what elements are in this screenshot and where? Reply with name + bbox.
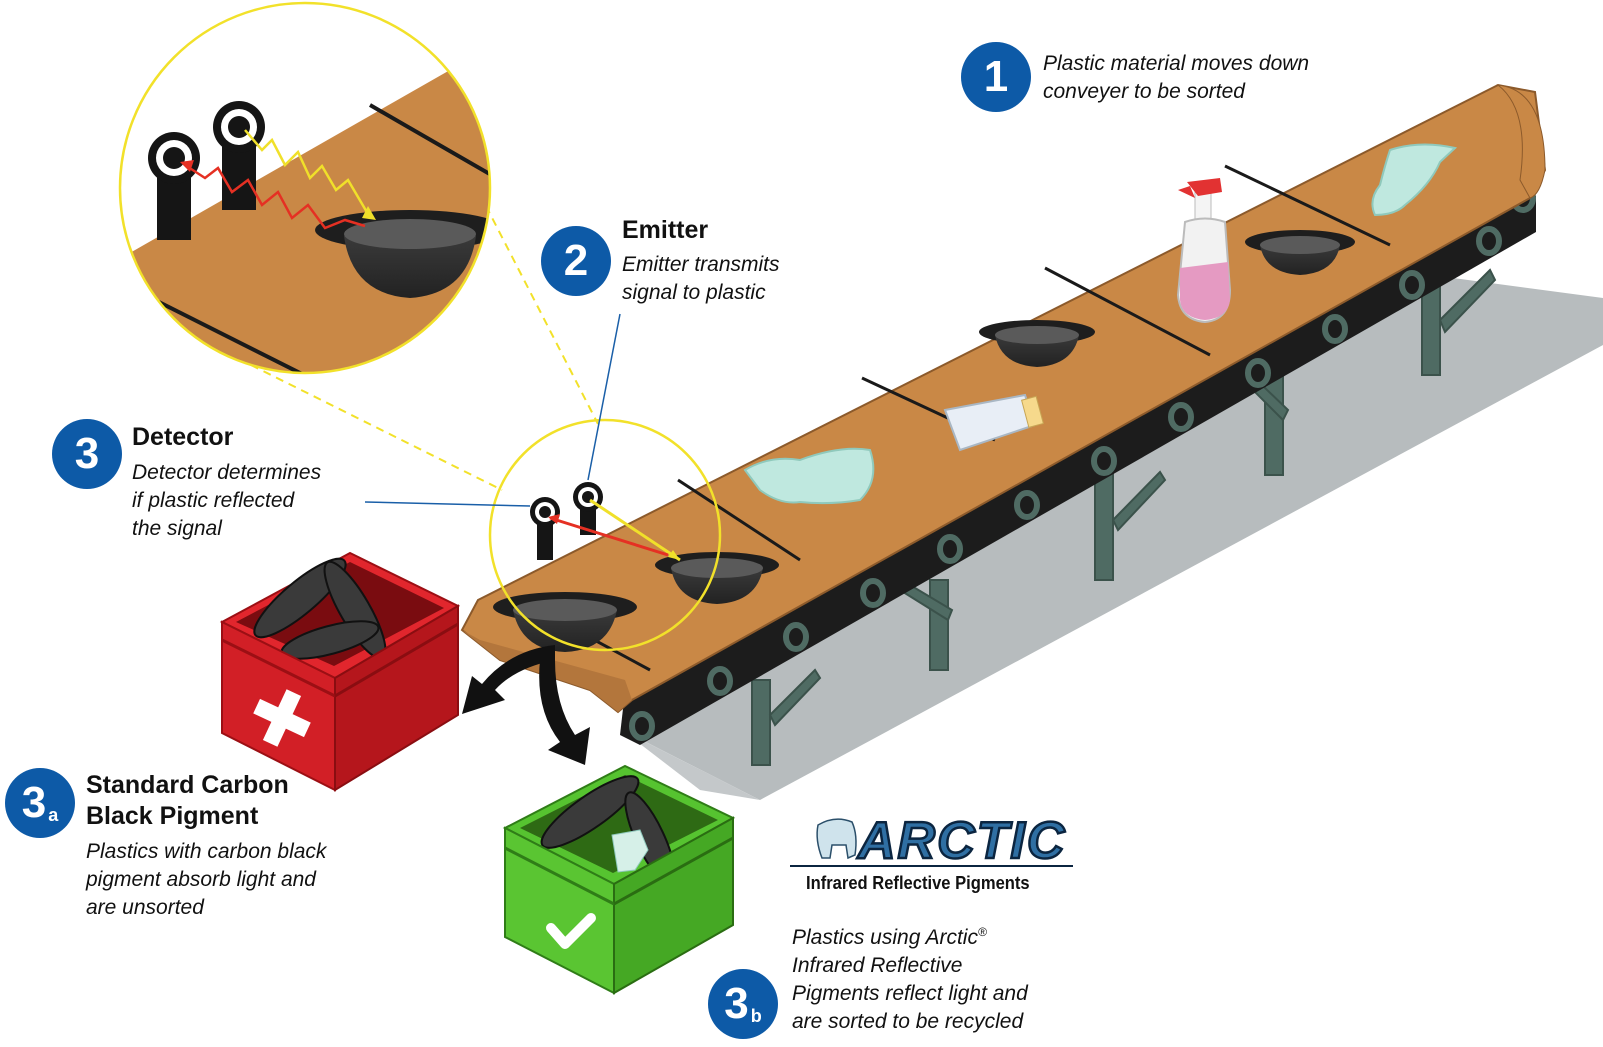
bowl-front	[493, 592, 637, 652]
accept-arrow	[539, 660, 590, 765]
standard-carbon-description: Plastics with carbon black pigment absor…	[86, 840, 327, 919]
belt-end-curve	[1496, 84, 1546, 199]
spray-bottle	[1176, 178, 1232, 324]
zoom-inset	[120, 3, 490, 373]
logo-tagline: Infrared Reflective Pigments	[806, 873, 1030, 893]
detector-signal-small	[549, 516, 669, 557]
support-frame	[751, 249, 1497, 766]
floor-shadow-tip	[622, 730, 760, 800]
check-icon	[546, 913, 596, 949]
step-2-badge: 2	[541, 226, 611, 296]
bowl-mid	[979, 320, 1095, 367]
standard-carbon-title: Standard Carbon Black Pigment	[86, 771, 289, 830]
polar-bear-icon	[816, 818, 857, 860]
logo-wordmark: ARCTIC	[856, 812, 1066, 870]
plastic-tube	[943, 393, 1044, 452]
detector-description: Detector determines if plastic reflected…	[132, 461, 322, 540]
detector-signal-zoom	[184, 163, 366, 230]
emitter-signal-small	[589, 498, 681, 562]
emitter-title: Emitter	[622, 216, 709, 244]
step-1-badge: 1	[961, 42, 1031, 112]
step-3-badge: 3	[52, 419, 122, 489]
reject-arrow	[462, 645, 555, 714]
plastic-bag-far	[1371, 143, 1458, 217]
arctic-pigment-description: Plastics using Arctic® Infrared Reflecti…	[792, 925, 1028, 1033]
detector-title: Detector	[132, 423, 234, 451]
accept-bin	[502, 764, 736, 995]
zoom-connector-bottom	[250, 364, 503, 491]
step-1-description: Plastic material moves down conveyer to …	[1043, 52, 1310, 103]
emitter-description: Emitter transmits signal to plastic	[622, 253, 780, 304]
reject-bin	[219, 551, 461, 792]
arctic-logo: ARCTIC	[790, 811, 1073, 871]
cross-icon	[253, 689, 311, 747]
zoom-inset-ring	[118, 1, 492, 375]
emitter-leader-line	[587, 313, 621, 481]
bowl-far	[1245, 230, 1355, 275]
detector-leader-line	[364, 501, 531, 507]
plastic-bag-near	[743, 447, 875, 505]
emitter-signal-zoom	[244, 129, 370, 215]
belt-side-band	[620, 188, 1536, 745]
zoom-target-ring	[488, 418, 722, 652]
